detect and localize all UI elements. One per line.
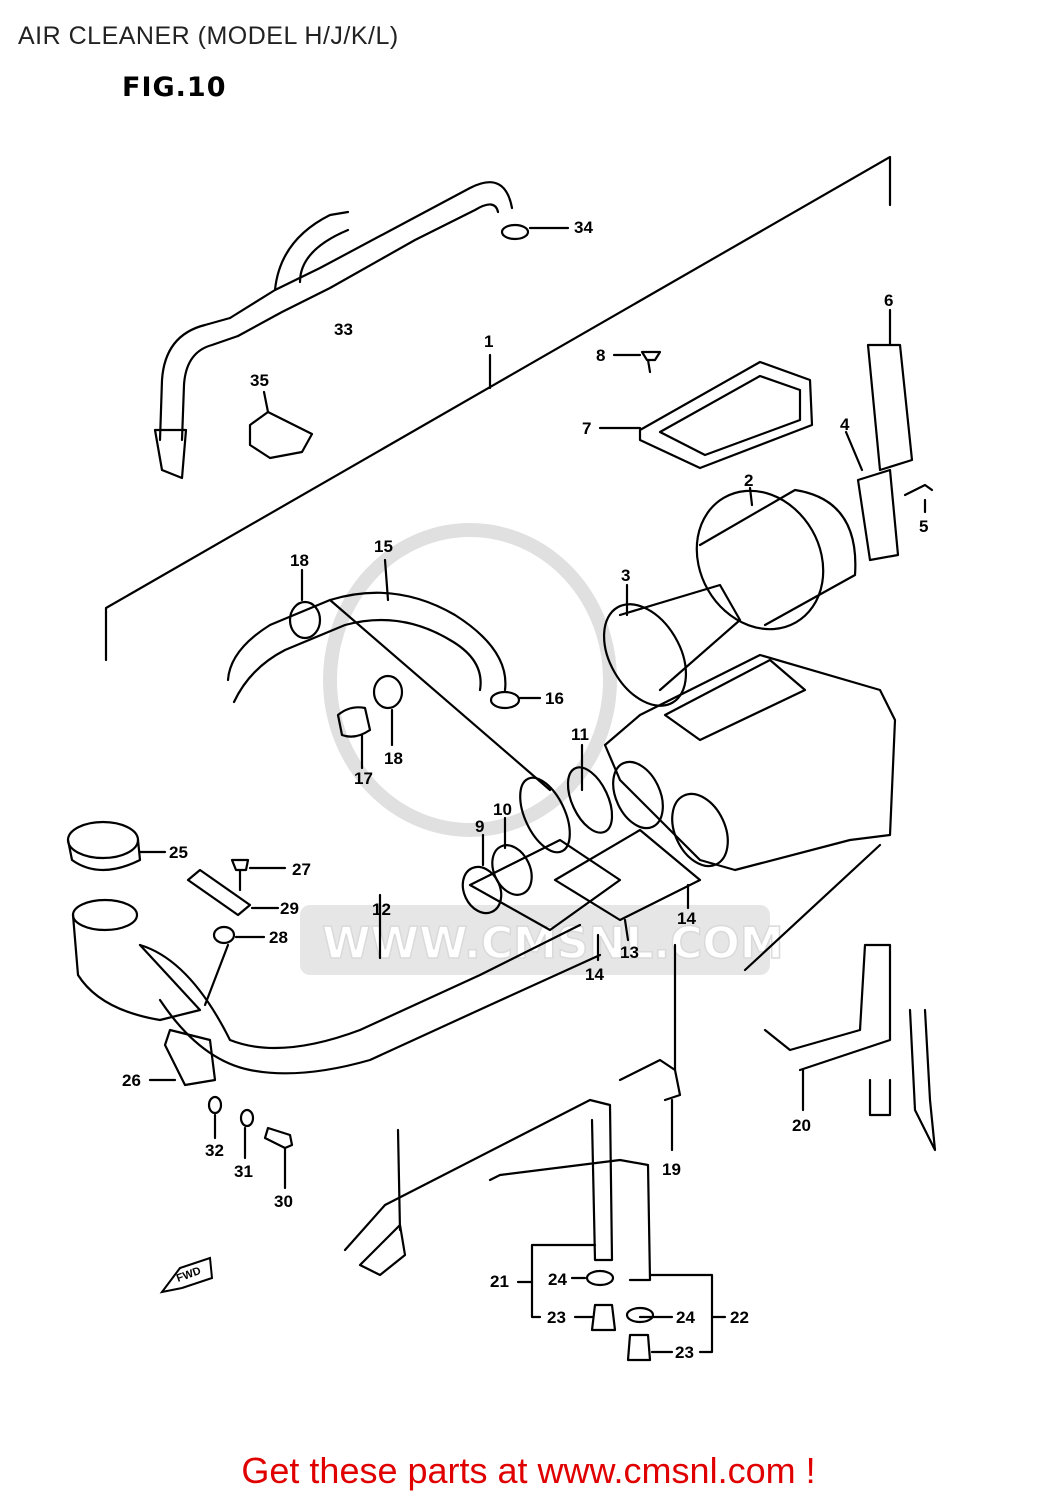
parts-diagram: WWW.CMSNL.COM — [66, 155, 937, 1362]
bolt-27 — [230, 858, 250, 892]
duct-26 — [66, 820, 217, 1087]
drain-hose-21 — [343, 1098, 652, 1282]
callout-29: 29 — [280, 899, 299, 918]
page-title: AIR CLEANER (MODEL H/J/K/L) — [18, 22, 399, 50]
callout-1: 1 — [484, 332, 493, 351]
screw-5 — [903, 483, 934, 497]
callout-18a: 18 — [290, 551, 309, 570]
callout-30: 30 — [274, 1192, 293, 1211]
callout-35: 35 — [250, 371, 269, 390]
callout-bracket-22 — [648, 1273, 714, 1354]
callout-27: 27 — [292, 860, 311, 879]
clip-24a — [585, 1269, 615, 1287]
hose-15 — [226, 591, 507, 704]
figure-label: FIG.10 — [122, 72, 227, 103]
filter-element-2 — [695, 488, 857, 631]
callout-8: 8 — [596, 346, 605, 365]
callout-23a: 23 — [547, 1308, 566, 1327]
callout-28: 28 — [269, 928, 288, 947]
cover-7 — [638, 360, 814, 470]
breather-hose-33 — [153, 181, 514, 480]
watermark-text: WWW.CMSNL.COM — [322, 918, 784, 969]
callout-12: 12 — [372, 900, 391, 919]
callout-17: 17 — [354, 769, 373, 788]
callout-33: 33 — [334, 320, 353, 339]
callout-5: 5 — [919, 517, 928, 536]
clip-24b — [625, 1306, 655, 1324]
callout-19: 19 — [662, 1160, 681, 1179]
callout-31: 31 — [234, 1162, 253, 1181]
clamp-10 — [491, 844, 533, 896]
washer-32 — [207, 1095, 223, 1115]
callout-24a: 24 — [548, 1270, 567, 1289]
fitting-23b — [626, 1333, 652, 1362]
clamp-35 — [248, 410, 314, 460]
footer-link[interactable]: Get these parts at www.cmsnl.com ! — [241, 1450, 816, 1491]
callout-2: 2 — [744, 471, 753, 490]
callout-14b: 14 — [585, 965, 604, 984]
screw-8 — [640, 350, 662, 374]
callout-13: 13 — [620, 943, 639, 962]
drain-hose-20 — [763, 943, 937, 1152]
callout-9: 9 — [475, 817, 484, 836]
callout-22: 22 — [730, 1308, 749, 1327]
callout-24b: 24 — [676, 1308, 695, 1327]
drain-hose-19 — [618, 1018, 682, 1102]
grommet-4 — [856, 468, 900, 562]
clamp-18b — [372, 674, 404, 710]
clip-16 — [489, 690, 521, 710]
callout-14a: 14 — [677, 909, 696, 928]
callout-23b: 23 — [675, 1343, 694, 1362]
bolt-30 — [263, 1126, 294, 1150]
fitting-23a — [590, 1303, 617, 1332]
nut-31 — [239, 1108, 255, 1128]
clamp-34 — [500, 223, 530, 241]
bracket-29 — [186, 868, 252, 917]
callout-32: 32 — [205, 1141, 224, 1160]
callout-7: 7 — [582, 419, 591, 438]
callout-10: 10 — [493, 800, 512, 819]
fwd-arrow: FWD — [159, 1256, 214, 1294]
callout-26: 26 — [122, 1071, 141, 1090]
callout-18b: 18 — [384, 749, 403, 768]
callout-3: 3 — [621, 566, 630, 585]
callout-4: 4 — [840, 415, 850, 434]
assembly-bracket — [104, 155, 892, 662]
callout-34: 34 — [574, 218, 593, 237]
cap-6 — [866, 343, 914, 472]
callout-21: 21 — [490, 1272, 509, 1291]
clamp-18a — [288, 600, 322, 640]
element-frame-3 — [602, 583, 742, 707]
callout-25: 25 — [169, 843, 188, 862]
callout-20: 20 — [792, 1116, 811, 1135]
callout-11: 11 — [571, 725, 589, 744]
callout-16: 16 — [545, 689, 564, 708]
callout-6: 6 — [884, 291, 893, 310]
watermark: WWW.CMSNL.COM — [300, 523, 784, 975]
cap-17 — [336, 706, 372, 738]
air-cleaner-case — [603, 653, 897, 872]
washer-28 — [212, 925, 236, 945]
callout-15: 15 — [374, 537, 393, 556]
callout-labels: 1 2 3 4 5 6 7 8 9 10 11 12 13 14 14 15 1… — [122, 218, 928, 1362]
